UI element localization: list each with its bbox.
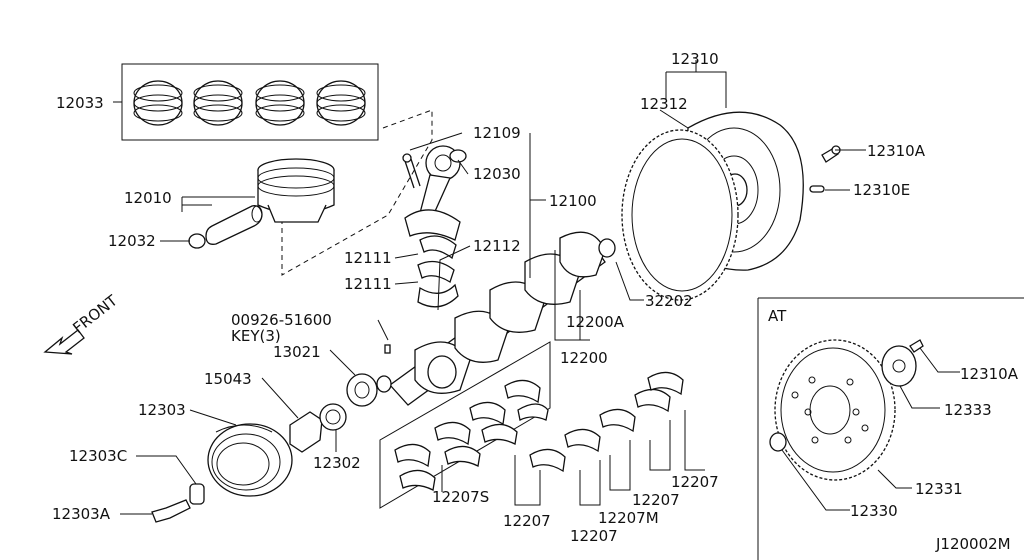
crank-sprocket [346, 373, 378, 407]
drawing-code: J120002M [935, 535, 1011, 553]
label-12207-d: 12207 [671, 473, 719, 491]
label-12200: 12200 [560, 349, 608, 367]
label-key: KEY(3) [231, 327, 281, 345]
pulley-bolt [151, 499, 191, 523]
label-12111-upper: 12111 [344, 249, 392, 267]
label-12010: 12010 [124, 189, 172, 207]
label-at-12331: 12331 [915, 480, 963, 498]
label-12310e: 12310E [853, 181, 910, 199]
crank-pulley [207, 423, 293, 497]
label-12109: 12109 [473, 124, 521, 142]
label-12111-lower: 12111 [344, 275, 392, 293]
thrust-bearing-set [529, 371, 684, 473]
oil-pump-drive-spacer [289, 411, 323, 453]
label-at-12310a: 12310A [960, 365, 1019, 383]
label-12303: 12303 [138, 401, 186, 419]
label-12310: 12310 [671, 50, 719, 68]
piston [257, 158, 335, 223]
label-12112: 12112 [473, 237, 521, 255]
key [384, 344, 391, 354]
main-bearing-set [379, 341, 551, 509]
front-direction-arrow [43, 329, 85, 355]
rod-bushing [449, 149, 467, 163]
label-12207s: 12207S [432, 488, 489, 506]
label-12032: 12032 [108, 232, 156, 250]
label-13021: 13021 [273, 343, 321, 361]
label-32202: 32202 [645, 292, 693, 310]
front-oil-seal [319, 403, 347, 431]
dowel-pin [809, 185, 825, 193]
label-12302: 12302 [313, 454, 361, 472]
snap-ring [188, 233, 206, 249]
at-drive-plate-box [757, 297, 1024, 560]
label-00926-51600: 00926-51600 [231, 311, 332, 329]
label-12303c: 12303C [69, 447, 127, 465]
rod-bearing [417, 235, 459, 308]
pulley-washer [189, 483, 205, 505]
label-at: AT [768, 307, 787, 325]
label-12312: 12312 [640, 95, 688, 113]
label-12033: 12033 [56, 94, 104, 112]
label-12030: 12030 [473, 165, 521, 183]
label-15043: 15043 [204, 370, 252, 388]
label-12207-c: 12207 [632, 491, 680, 509]
label-12207-b: 12207 [570, 527, 618, 545]
piston-pin [205, 205, 263, 245]
label-12310a: 12310A [867, 142, 926, 160]
label-12207-a: 12207 [503, 512, 551, 530]
flywheel-bolt [821, 145, 841, 163]
label-12200a: 12200A [566, 313, 625, 331]
piston-ring-set [113, 63, 379, 141]
ring-gear [621, 129, 739, 301]
label-12100: 12100 [549, 192, 597, 210]
crankshaft [376, 231, 606, 406]
pilot-bearing [598, 238, 616, 258]
label-at-12330: 12330 [850, 502, 898, 520]
label-front: FRONT [69, 291, 121, 337]
label-at-12333: 12333 [944, 401, 992, 419]
connecting-rod [402, 145, 461, 241]
label-12207m: 12207M [598, 509, 659, 527]
leader-lines [120, 109, 960, 515]
label-12303a: 12303A [52, 505, 111, 523]
part-labels: 12033 12010 12032 12109 12030 12100 1211… [52, 50, 1019, 553]
